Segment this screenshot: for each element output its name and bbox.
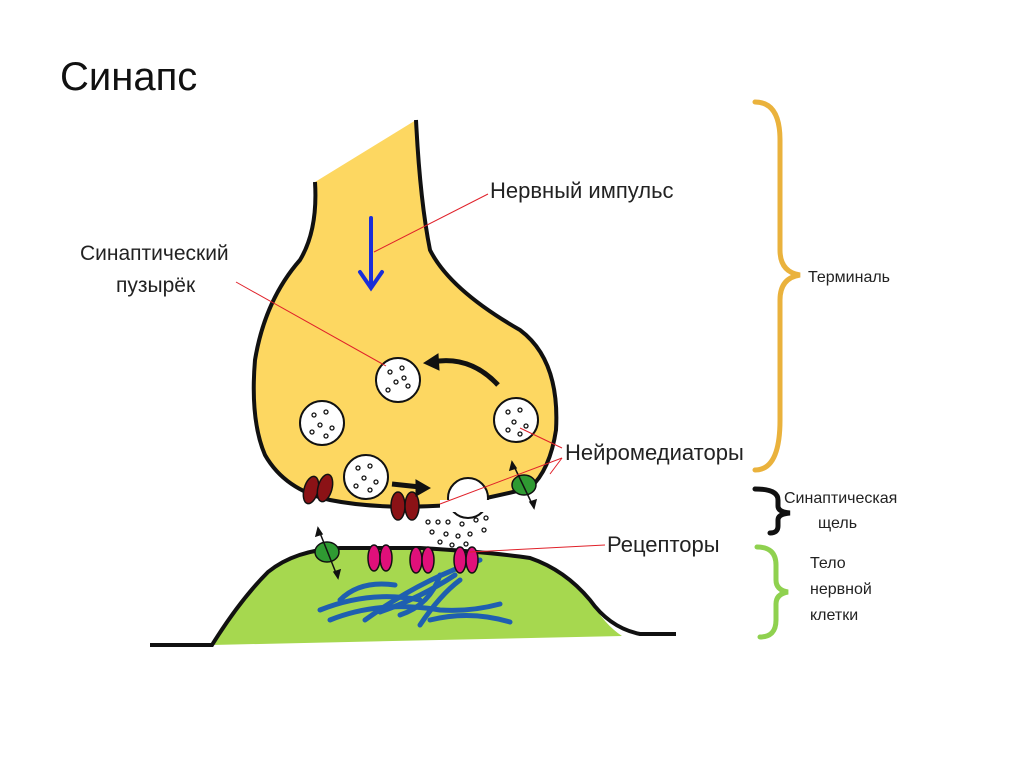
page-title: Синапс <box>60 55 198 99</box>
vesicle <box>375 357 421 403</box>
vesicle <box>299 400 345 446</box>
vesicle-contents <box>309 365 529 493</box>
ion-channels <box>302 473 420 521</box>
impulse-label: Нервный импульс <box>490 178 674 203</box>
vesicle <box>493 397 539 443</box>
body-section-label-line2: нервной <box>810 581 872 598</box>
transporter-arrows <box>314 460 538 580</box>
cleft-section-label-line1: Синаптическая <box>784 490 897 507</box>
vesicle-label-line1: Синаптический <box>80 242 229 265</box>
receptors <box>367 544 479 574</box>
recycling-arrows <box>391 353 500 497</box>
pointer-lines <box>235 193 606 553</box>
terminal-brace <box>752 99 801 473</box>
cleft-section-label-line2: щель <box>818 515 857 532</box>
receptors-label: Рецепторы <box>607 532 720 557</box>
body-brace <box>754 544 789 640</box>
body-section-label-line3: клетки <box>810 607 858 624</box>
neuromediators-label: Нейромедиаторы <box>565 440 744 465</box>
body-section-label-line1: Тело <box>810 555 846 572</box>
terminal-section-label: Терминаль <box>808 269 890 286</box>
impulse-arrow <box>358 216 384 292</box>
neurotransmitters <box>425 515 489 548</box>
vesicle-label-line2: пузырёк <box>116 274 196 297</box>
cleft-brace <box>752 486 791 536</box>
